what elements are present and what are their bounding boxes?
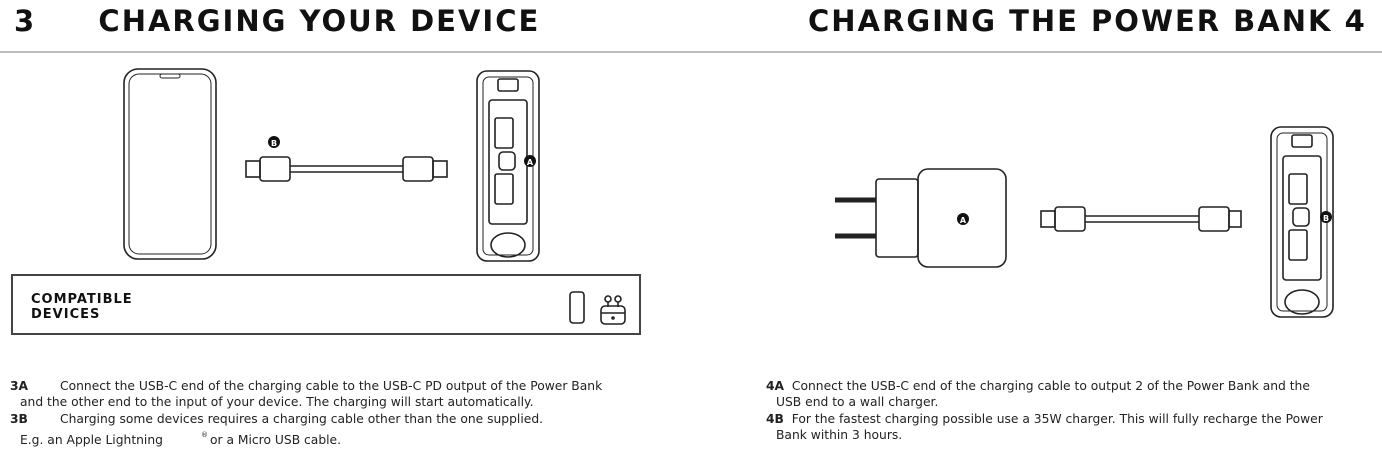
smartphone-icon (123, 68, 217, 260)
section-4-title: CHARGING THE POWER BANK (808, 4, 1333, 38)
section-4-number: 4 (1344, 4, 1367, 38)
step-4b: 4B For the fastest charging possible use… (766, 411, 1378, 444)
marker-b-icon (268, 136, 280, 148)
step-4b-line2: Bank within 3 hours. (776, 427, 903, 442)
step-4a-line1: Connect the USB-C end of the charging ca… (791, 379, 1310, 393)
left-instructions: 3A Connect the USB-C end of the charging … (10, 378, 660, 448)
usb-cable-icon (1040, 206, 1242, 232)
marker-b-right-icon (1320, 211, 1332, 223)
compatible-devices-box: COMPATIBLE DEVICES (11, 274, 641, 335)
marker-a-right-label: A (960, 216, 967, 225)
step-3a-id: 3A (10, 379, 29, 393)
section-4-header: CHARGING THE POWER BANK 4 (808, 4, 1367, 38)
step-3b: 3B Charging some devices requires a charg… (10, 411, 660, 449)
section-3-title: CHARGING YOUR DEVICE (98, 4, 541, 38)
step-3b-line2b: or a Micro USB cable. (209, 432, 342, 447)
marker-a-icon (524, 155, 536, 167)
step-3b-id: 3B (10, 411, 28, 426)
marker-a-right-icon (957, 213, 969, 225)
compatible-phone-icon (569, 291, 585, 324)
marker-b-right-label: B (1323, 214, 1329, 223)
wall-charger-icon (835, 168, 1007, 268)
step-4a: 4A Connect the USB-C end of the charging… (766, 378, 1378, 411)
section-3-number: 3 (14, 4, 37, 38)
usb-c-cable-icon (245, 156, 448, 182)
step-3a: 3A Connect the USB-C end of the charging … (10, 378, 660, 411)
step-3b-line2a: E.g. an Apple Lightning (20, 432, 163, 447)
step-3a-line2: and the other end to the input of your d… (20, 395, 534, 410)
compatible-devices-label: COMPATIBLE DEVICES (31, 292, 133, 322)
step-4a-id: 4A (766, 379, 785, 393)
step-4a-line2: USB end to a wall charger. (776, 395, 939, 410)
marker-b-label: B (271, 139, 277, 148)
registered-mark: ® (200, 430, 208, 439)
step-3b-line1: Charging some devices requires a chargin… (60, 411, 544, 426)
step-3a-line1: Connect the USB-C end of the charging ca… (60, 379, 603, 393)
section-3-header: 3 CHARGING YOUR DEVICE (14, 4, 540, 38)
step-4b-line1: For the fastest charging possible use a … (791, 411, 1323, 426)
header-divider (0, 51, 1382, 53)
step-3b-line2: E.g. an Apple Lightning ®or a Micro USB c… (10, 427, 660, 448)
compatible-earbuds-icon (600, 295, 626, 325)
right-instructions: 4A Connect the USB-C end of the charging… (766, 378, 1378, 443)
marker-a-label: A (527, 158, 534, 167)
step-4b-id: 4B (766, 411, 784, 426)
